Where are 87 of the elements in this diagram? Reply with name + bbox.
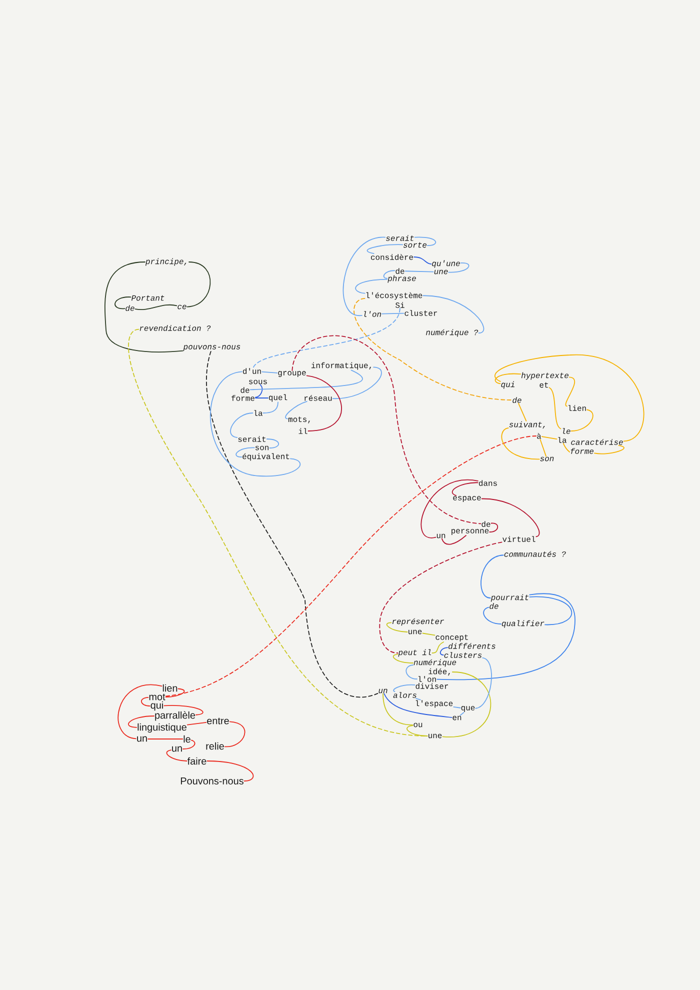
word: un (172, 746, 182, 752)
pencil-line (483, 606, 502, 624)
word: mot (149, 694, 166, 700)
pencil-line (230, 412, 254, 438)
dashed-line (354, 298, 512, 400)
word: linguistique (138, 723, 186, 733)
pencil-line (332, 366, 382, 400)
word: lien (162, 684, 178, 692)
pencil-line (594, 444, 624, 454)
pencil-line (266, 438, 280, 448)
pencil-line (104, 262, 184, 352)
dashed-line (292, 335, 482, 524)
pencil-line (436, 593, 576, 680)
pencil-line (494, 354, 644, 442)
word: relie (206, 742, 224, 750)
pencil-line (186, 262, 211, 308)
pencil-line (480, 554, 504, 598)
pencil-line (166, 750, 188, 762)
pencil-line (148, 738, 184, 740)
pencil-line (355, 278, 388, 294)
pencil-line (489, 522, 498, 532)
pencil-line (134, 304, 178, 310)
pencil-line (518, 403, 527, 422)
pencil-line (453, 706, 461, 708)
pencil-line (386, 622, 408, 632)
pencil-line (494, 373, 522, 384)
word: un (137, 736, 147, 742)
pencil-line (342, 236, 386, 316)
pencil-line (164, 705, 204, 716)
pencil-line (250, 370, 363, 390)
pencil-line (393, 684, 416, 692)
pencil-line (422, 295, 484, 334)
pencil-line (404, 270, 434, 272)
pencil-line (383, 270, 396, 279)
pencil-line (441, 535, 466, 545)
pencil-line (414, 236, 436, 246)
pencil-line (236, 447, 255, 458)
pencil-line (452, 482, 478, 496)
pencil-line (262, 402, 278, 414)
pencil-line (460, 712, 464, 716)
pencil-line (392, 654, 414, 664)
pencil-line (440, 647, 448, 656)
pencil-line (182, 740, 196, 750)
pencil-line (186, 722, 207, 726)
word: parrallèle (155, 711, 196, 721)
pencil-line (562, 442, 570, 452)
pencil-line (285, 400, 308, 420)
word: entre (207, 718, 229, 724)
pencil-line (306, 375, 342, 432)
word: le (184, 735, 190, 743)
pencil-line (406, 664, 418, 680)
pencil-line (475, 657, 492, 709)
pencil-line (565, 376, 576, 407)
pencil-line (255, 384, 263, 398)
word: faire (187, 757, 206, 765)
dashed-line (206, 351, 378, 698)
pencil-line (448, 262, 470, 273)
pencil-line (366, 244, 403, 254)
pencil-line (382, 693, 414, 726)
pencil-line (442, 672, 492, 738)
dashed-line (165, 436, 537, 697)
pencil-line (384, 693, 452, 718)
dashed-line (379, 542, 502, 654)
pencil-line (128, 716, 154, 728)
pencil-line (262, 371, 278, 374)
pencil-line (382, 312, 404, 314)
pencil-line (416, 698, 421, 700)
pencil-line (210, 371, 301, 477)
pencil-line (406, 725, 428, 736)
dashed-line (252, 308, 400, 368)
word: qui (150, 701, 163, 711)
word: Pouvons-nous (180, 778, 244, 784)
pencil-line (541, 436, 558, 440)
pencil-line (141, 697, 150, 706)
pencil-line (501, 428, 540, 460)
pencil-line (540, 438, 546, 457)
pencil-line (165, 688, 185, 698)
pencil-line (570, 409, 594, 432)
pencil-line (422, 632, 436, 636)
pencil-line (118, 684, 162, 740)
pencil-line (114, 296, 132, 310)
pencil-line (432, 642, 444, 654)
pencil-line (420, 479, 478, 538)
pencil-line (529, 596, 572, 626)
pencil-line (548, 387, 562, 430)
pencil-line (224, 721, 246, 748)
pencil-line (414, 256, 432, 264)
